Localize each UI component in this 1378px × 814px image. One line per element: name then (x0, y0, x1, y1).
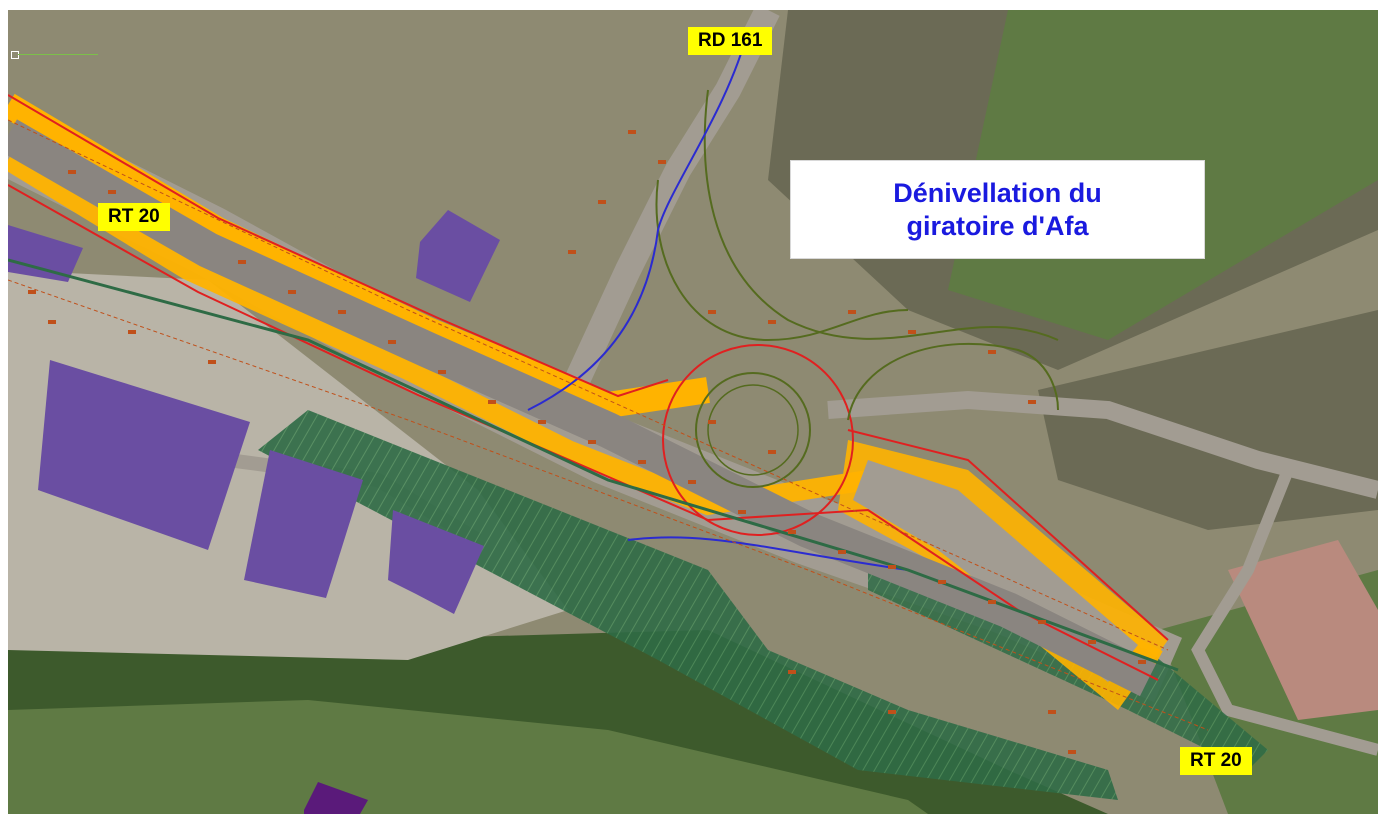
rt20-new-carriageway (8, 93, 710, 419)
roadway-edge-south (8, 184, 1159, 681)
annotation-line-1 (8, 119, 1169, 651)
project-title-box: Dénivellation du giratoire d'Afa (790, 160, 1205, 259)
building-2 (8, 225, 83, 282)
roundabout-core (707, 384, 799, 476)
ramp-loop-east (847, 342, 1059, 421)
project-title-text: Dénivellation du giratoire d'Afa (893, 177, 1102, 243)
ramp-loop-northeast (703, 89, 1059, 341)
boundary-line-south (627, 536, 909, 571)
field-southeast (1228, 540, 1378, 720)
roadway-edge-east (847, 429, 1169, 641)
local-road-southeast (1191, 467, 1378, 756)
roundabout-ring (695, 372, 811, 488)
building-4 (244, 450, 363, 598)
embankment-south (258, 410, 1118, 800)
aerial-map (8, 10, 1378, 814)
project-title-line2: giratoire d'Afa (906, 210, 1089, 241)
boundary-line-north (527, 29, 749, 411)
road-label-rt20-east: RT 20 (1180, 747, 1252, 775)
local-road-rd161 (556, 10, 780, 406)
scale-indicator-line (18, 54, 98, 55)
roundabout-outer (662, 344, 854, 536)
field-north (8, 10, 738, 310)
project-title-line1: Dénivellation du (893, 177, 1102, 208)
map-corner-marker (11, 51, 19, 59)
roadway-edge-north (8, 94, 669, 398)
aerial-map-svg (8, 10, 1378, 814)
local-road-east (827, 390, 1378, 499)
survey-markers (28, 130, 1146, 754)
embankment-edge (8, 258, 1179, 672)
building-3 (38, 360, 250, 550)
road-label-rt20-west: RT 20 (98, 203, 170, 231)
annotation-line-2 (8, 279, 1209, 731)
building-5 (388, 510, 484, 614)
vegetation-riverbank (8, 700, 928, 814)
building-6 (304, 782, 368, 814)
rt20-centerline (8, 119, 1157, 697)
road-label-rd161: RD 161 (688, 27, 773, 55)
building-1 (416, 210, 500, 302)
ramp-loop-north (655, 179, 909, 342)
